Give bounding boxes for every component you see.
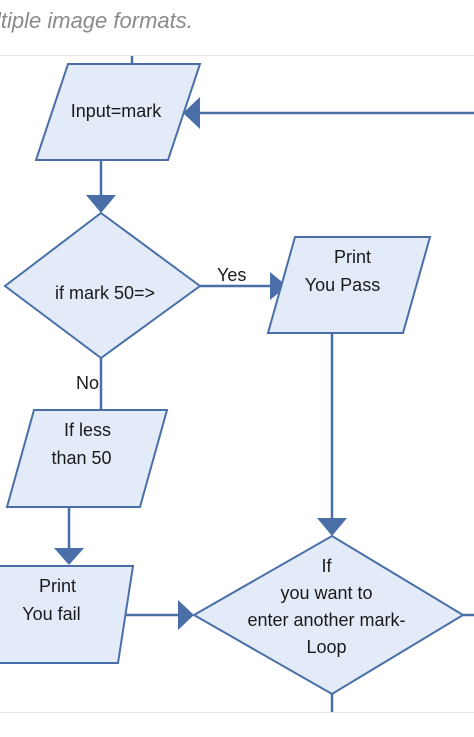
node-decision-mark	[3, 211, 202, 360]
input-mark-label: Input=mark	[70, 101, 162, 121]
print-fail-label-line2: You fail	[22, 604, 81, 624]
print-fail-label-line1: Print	[38, 576, 76, 596]
if-less-label-line2: than 50	[51, 448, 112, 468]
decision-loop-label-line1: If	[321, 556, 332, 576]
print-pass-label-line2: You Pass	[304, 275, 381, 295]
node-decision-loop	[191, 534, 465, 696]
page-header: ltiple image formats.	[0, 0, 474, 55]
arrowhead-fail-to-loop	[178, 600, 194, 630]
node-input-mark	[34, 63, 202, 161]
arrowhead-less-to-fail	[54, 548, 84, 565]
print-pass-label-line1: Print	[333, 247, 371, 267]
bottom-divider	[0, 712, 474, 713]
decision-mark-label: if mark 50=>	[54, 283, 156, 303]
decision-loop-label-line4: Loop	[306, 637, 347, 657]
decision-loop-label-line2: you want to	[280, 583, 373, 603]
edge-label-yes: Yes	[217, 265, 247, 285]
decision-loop-label-line3: enter another mark-	[247, 610, 406, 630]
if-less-label-line1: If less	[63, 420, 111, 440]
arrowhead-input-to-decision	[86, 195, 116, 213]
arrowhead-pass-to-loop	[317, 518, 347, 536]
node-print-fail	[0, 565, 135, 664]
header-caption: ltiple image formats.	[0, 8, 193, 33]
header-divider	[0, 55, 474, 56]
arrowhead-yes	[270, 272, 287, 300]
arrowhead-loop-return	[183, 97, 200, 129]
node-if-less	[5, 409, 169, 508]
node-print-pass	[266, 236, 432, 334]
edge-label-no: No	[76, 373, 100, 393]
